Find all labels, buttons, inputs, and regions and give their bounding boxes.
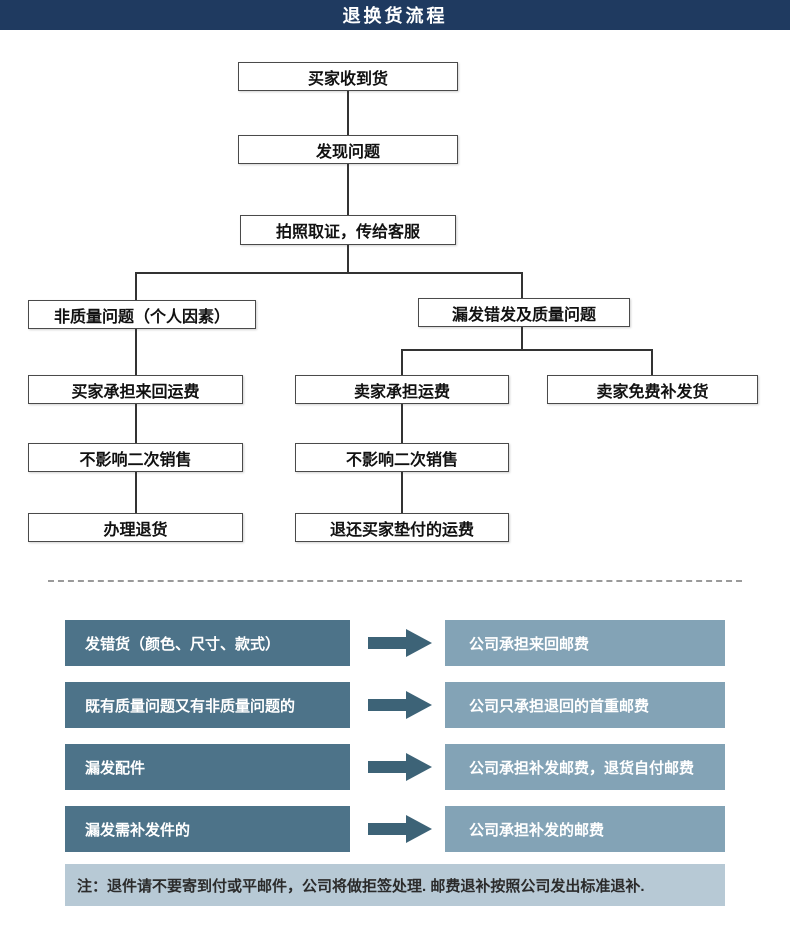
connector-line — [135, 272, 137, 300]
policy-condition: 既有质量问题又有非质量问题的 — [65, 682, 350, 728]
flow-box-buyer-received: 买家收到货 — [238, 62, 458, 91]
policy-condition: 发错货（颜色、尺寸、款式） — [65, 620, 350, 666]
policy-result: 公司只承担退回的首重邮费 — [445, 682, 725, 728]
flow-box-quality-issue: 漏发错发及质量问题 — [418, 298, 630, 327]
connector-line — [651, 349, 653, 375]
connector-line — [521, 272, 523, 298]
connector-line — [135, 404, 137, 443]
connector-line — [347, 245, 349, 273]
page-title: 退换货流程 — [0, 0, 790, 30]
flow-box-no-resale-impact-left: 不影响二次销售 — [28, 443, 243, 472]
connector-line — [401, 349, 403, 375]
policy-condition: 漏发配件 — [65, 744, 350, 790]
connector-line — [135, 472, 137, 513]
flow-box-refund-advanced-freight: 退还买家垫付的运费 — [295, 513, 509, 542]
flow-box-buyer-pays-freight: 买家承担来回运费 — [28, 375, 243, 404]
right-arrow-icon — [368, 815, 434, 843]
footer-note: 注：退件请不要寄到付或平邮件，公司将做拒签处理. 邮费退补按照公司发出标准退补. — [65, 864, 725, 906]
policy-result: 公司承担来回邮费 — [445, 620, 725, 666]
connector-line — [401, 404, 403, 443]
connector-line — [347, 164, 349, 215]
flow-box-non-quality-issue: 非质量问题（个人因素） — [28, 300, 256, 329]
connector-line — [347, 91, 349, 135]
flow-box-photo-evidence: 拍照取证，传给客服 — [240, 215, 456, 245]
flow-box-problem-found: 发现问题 — [238, 135, 458, 164]
right-arrow-icon — [368, 629, 434, 657]
policy-result: 公司承担补发邮费，退货自付邮费 — [445, 744, 725, 790]
right-arrow-icon — [368, 753, 434, 781]
connector-line — [401, 472, 403, 513]
flow-box-process-return: 办理退货 — [28, 513, 243, 542]
policy-result: 公司承担补发的邮费 — [445, 806, 725, 852]
flow-box-seller-pays-freight: 卖家承担运费 — [295, 375, 509, 404]
dashed-divider — [48, 580, 742, 582]
connector-line — [135, 329, 137, 375]
connector-line — [135, 272, 523, 274]
flow-box-seller-free-reship: 卖家免费补发货 — [547, 375, 758, 404]
connector-line — [401, 349, 653, 351]
connector-line — [521, 327, 523, 349]
right-arrow-icon — [368, 691, 434, 719]
flow-box-no-resale-impact-mid: 不影响二次销售 — [295, 443, 509, 472]
policy-condition: 漏发需补发件的 — [65, 806, 350, 852]
